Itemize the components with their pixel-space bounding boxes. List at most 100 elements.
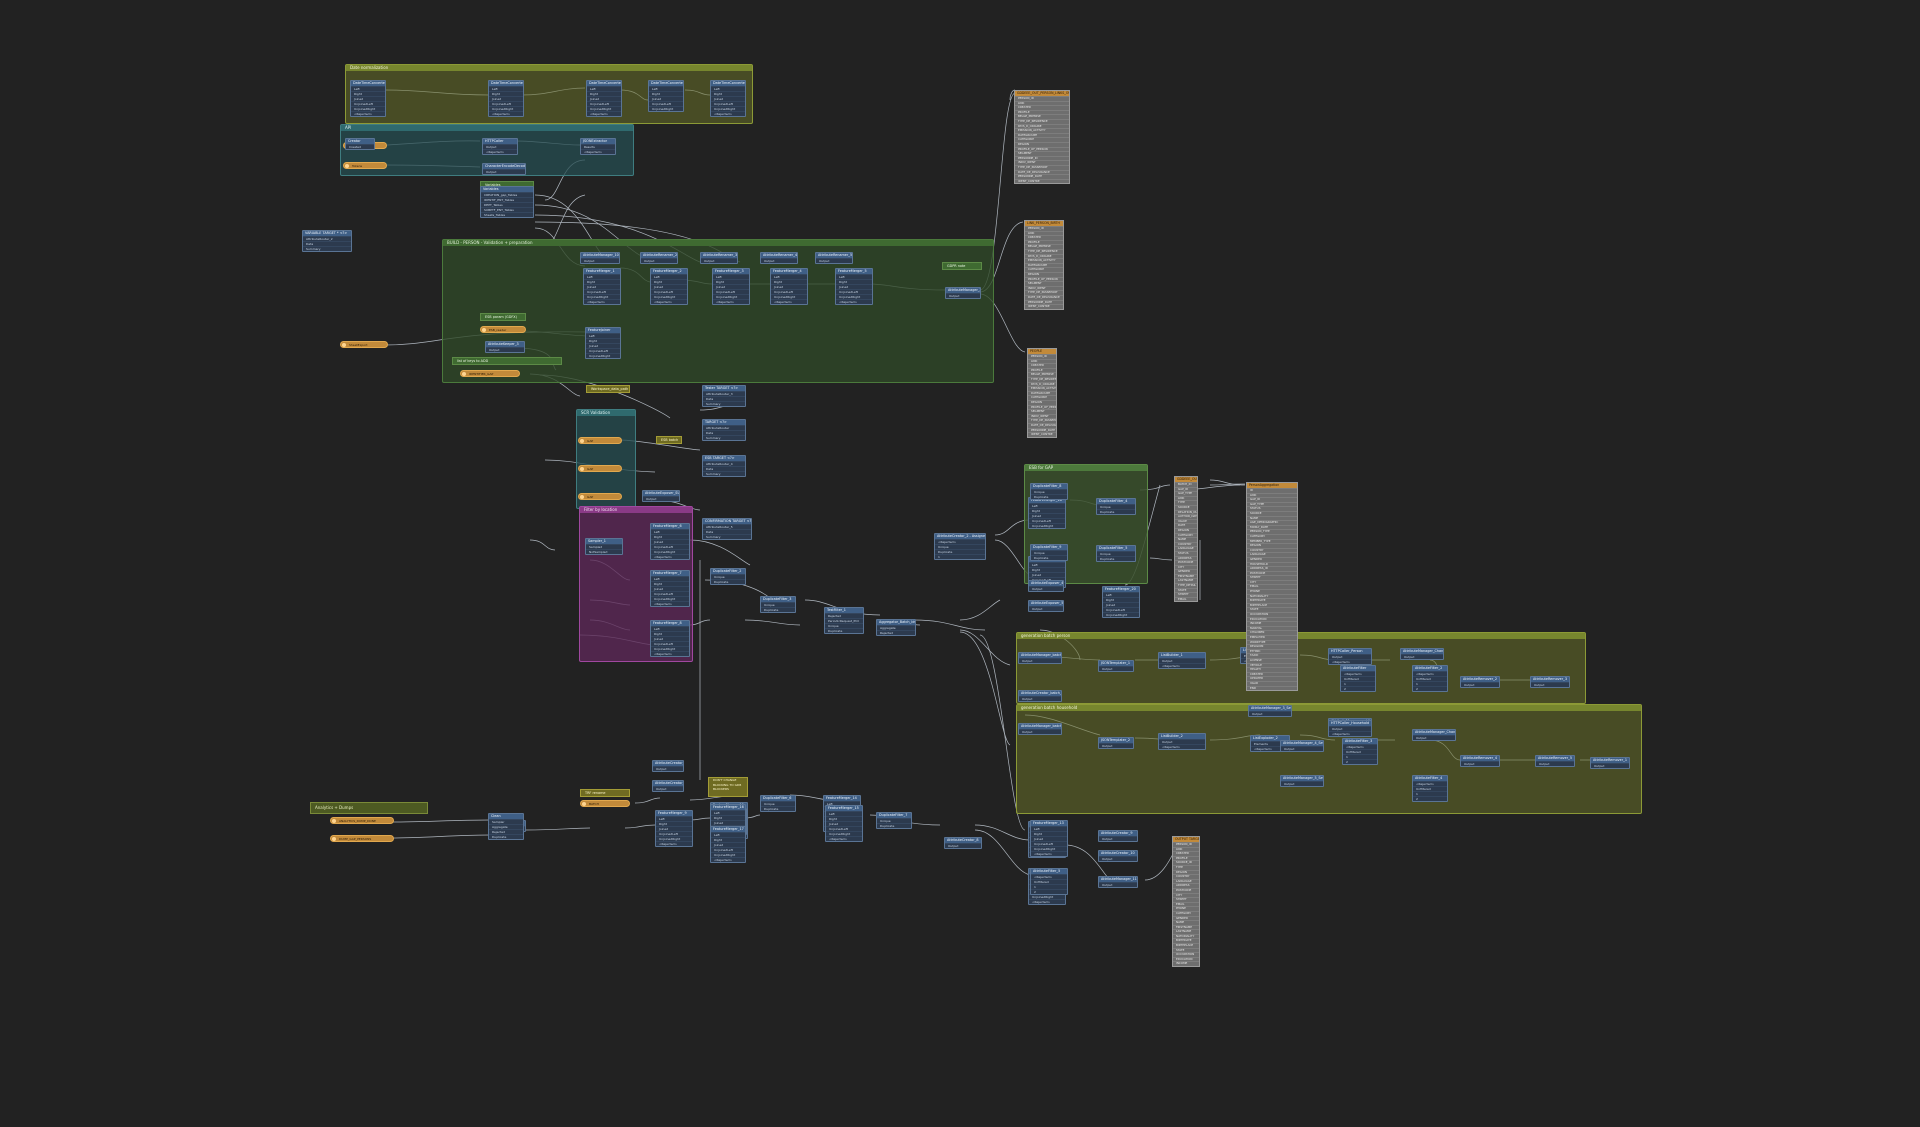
node-port[interactable]: <Rejected> bbox=[1159, 663, 1205, 668]
writer-attribute[interactable]: TYPE_DE_RESIDENCE bbox=[1025, 248, 1063, 254]
node-port[interactable]: Unfiltered bbox=[1413, 786, 1447, 791]
node-port[interactable]: UnjoinedRight bbox=[713, 294, 749, 299]
reader-gap-1[interactable]: GAP bbox=[578, 437, 622, 444]
wire[interactable] bbox=[689, 619, 711, 626]
node-attr-creator-7[interactable]: AttributeCreator_7Output bbox=[652, 780, 684, 792]
node-port[interactable]: Right bbox=[584, 279, 620, 284]
node-port[interactable]: UnjoinedRight bbox=[651, 549, 689, 554]
wire[interactable] bbox=[914, 619, 986, 631]
node-port[interactable]: UnjoinedRight bbox=[651, 294, 687, 299]
node-port[interactable]: UnjoinedLeft bbox=[586, 348, 620, 353]
node-port[interactable]: Unique bbox=[761, 602, 795, 607]
node-port[interactable]: AttributeRouter_2 bbox=[303, 236, 351, 241]
node-port[interactable]: Right bbox=[1029, 567, 1065, 572]
writer-attribute[interactable]: CATEGORY bbox=[1175, 532, 1197, 538]
node-port[interactable]: 1 bbox=[1031, 884, 1067, 889]
node-port[interactable]: Output bbox=[1531, 682, 1569, 687]
wire[interactable] bbox=[544, 194, 586, 246]
writer-attribute[interactable]: TYPE_DE_RESIDENCE bbox=[1015, 118, 1069, 124]
node-port[interactable]: Right bbox=[351, 91, 385, 96]
writer-attribute[interactable]: IDENT_CONTRE bbox=[1025, 304, 1063, 309]
writer-attribute[interactable]: LASTNAME bbox=[1175, 578, 1197, 583]
node-port[interactable]: Joined bbox=[351, 96, 385, 101]
node-date-4[interactable]: DateTimeConverter_L8LeftRightJoinedUnjoi… bbox=[648, 80, 684, 112]
bookmark-scr-validation[interactable]: SCR Validation bbox=[576, 409, 636, 509]
reader-identifier-gap[interactable]: IDENTIFIER_GAP bbox=[460, 370, 520, 377]
writer-attribute[interactable]: BELGE_PREMISE bbox=[1028, 372, 1056, 377]
wire[interactable] bbox=[689, 539, 751, 566]
node-port[interactable]: 1 bbox=[1343, 754, 1377, 759]
writer-attribute[interactable]: HEALTH bbox=[1247, 667, 1297, 672]
writer-attribute[interactable]: SEGMENT bbox=[1015, 151, 1069, 156]
writer-attribute[interactable]: UPDATED bbox=[1247, 676, 1297, 681]
node-port[interactable]: Right bbox=[656, 821, 692, 826]
node-port[interactable]: IDENTIF_ENT_Tables bbox=[481, 197, 533, 202]
writer-attribute[interactable]: OCCUPATION bbox=[1247, 612, 1297, 617]
writer-attribute[interactable]: VALUE bbox=[1175, 518, 1197, 524]
node-port[interactable]: <Rejected> bbox=[1031, 874, 1067, 879]
node-port[interactable]: Right bbox=[651, 631, 689, 636]
node-port[interactable]: UnjoinedLeft bbox=[587, 101, 621, 106]
node-port[interactable]: Right bbox=[586, 338, 620, 343]
node-port[interactable]: Left bbox=[584, 274, 620, 279]
writer-attribute[interactable]: PERSON_ID bbox=[1025, 226, 1063, 231]
writer-attribute[interactable]: BIRTHDATE bbox=[1247, 598, 1297, 603]
writer-attribute[interactable]: SOURCE bbox=[1247, 510, 1297, 516]
node-port[interactable]: Left bbox=[771, 274, 807, 279]
annotation-analytics-dumps[interactable]: Analytics + Dumps bbox=[310, 802, 428, 814]
node-port[interactable]: Right bbox=[489, 91, 523, 96]
node-port[interactable]: Output bbox=[761, 258, 797, 263]
writer-attribute[interactable]: EDUCATION bbox=[1173, 956, 1199, 962]
node-port[interactable]: Left bbox=[711, 832, 745, 837]
node-port[interactable]: UnjoinedLeft bbox=[1031, 841, 1067, 846]
writer-attribute[interactable]: POSTCODE bbox=[1173, 887, 1199, 893]
writer-attribute[interactable]: BELGE_PREMISE bbox=[1015, 114, 1069, 119]
node-port[interactable]: Left bbox=[824, 801, 860, 806]
writer-attribute[interactable]: MEMBER_TYPE bbox=[1247, 538, 1297, 544]
node-port[interactable]: 1 bbox=[1413, 791, 1447, 796]
node-port[interactable]: 1 bbox=[1413, 681, 1447, 686]
writer-attribute[interactable]: CREATED bbox=[1028, 363, 1056, 368]
node-port[interactable]: Joined bbox=[771, 284, 807, 289]
node-port[interactable]: Rejected bbox=[825, 613, 863, 618]
writer-attribute[interactable]: SEGMENT bbox=[1025, 281, 1063, 286]
reader-gap-3[interactable]: GAP bbox=[578, 493, 622, 500]
node-attr-creator-last[interactable]: AttributeCreator_6Output bbox=[652, 760, 684, 772]
node-port[interactable]: Right bbox=[826, 816, 862, 821]
node-port[interactable]: Output bbox=[1249, 711, 1291, 716]
node-port[interactable]: Duplicate bbox=[489, 834, 523, 839]
writer-attribute[interactable]: TYPE_DETAIL bbox=[1175, 583, 1197, 588]
annotation-warning[interactable]: DON'T CHANGE BLOCKING TO GDB BLOCKERS bbox=[708, 777, 748, 797]
writer-attribute[interactable]: EMAIL bbox=[1247, 584, 1297, 589]
writer-attribute[interactable]: NATIONALITY bbox=[1173, 933, 1199, 939]
writer-attribute[interactable]: TAXID bbox=[1247, 653, 1297, 658]
node-port[interactable]: Joined bbox=[836, 284, 872, 289]
node-port[interactable]: UnjoinedRight bbox=[584, 294, 620, 299]
node-port[interactable]: <Rejected> bbox=[581, 149, 615, 154]
writer-attribute[interactable]: PERSONNE_DATE bbox=[1028, 427, 1056, 433]
node-port[interactable]: UnjoinedLeft bbox=[584, 289, 620, 294]
node-port[interactable]: Data bbox=[303, 241, 351, 246]
node-port[interactable]: Output bbox=[1413, 735, 1455, 740]
writer-attribute[interactable]: LICENSE bbox=[1247, 657, 1297, 663]
reader-dump-gap-persons[interactable]: DUMP_GAP_PERSONS bbox=[330, 835, 394, 842]
node-port[interactable]: Output bbox=[1329, 654, 1371, 659]
node-port[interactable]: Aggregate bbox=[877, 625, 915, 630]
node-port[interactable]: Left bbox=[651, 274, 687, 279]
writer-attribute[interactable]: LANGUAGE bbox=[1175, 546, 1197, 551]
node-port[interactable]: Rejected bbox=[877, 630, 915, 635]
writer-attribute[interactable]: PERSON_ID bbox=[1028, 354, 1056, 359]
node-attr-creator-batch[interactable]: AttributeCreator_batch_IDSOutput bbox=[1018, 690, 1062, 702]
annotation-batch-note[interactable]: ESB batch bbox=[656, 436, 682, 444]
